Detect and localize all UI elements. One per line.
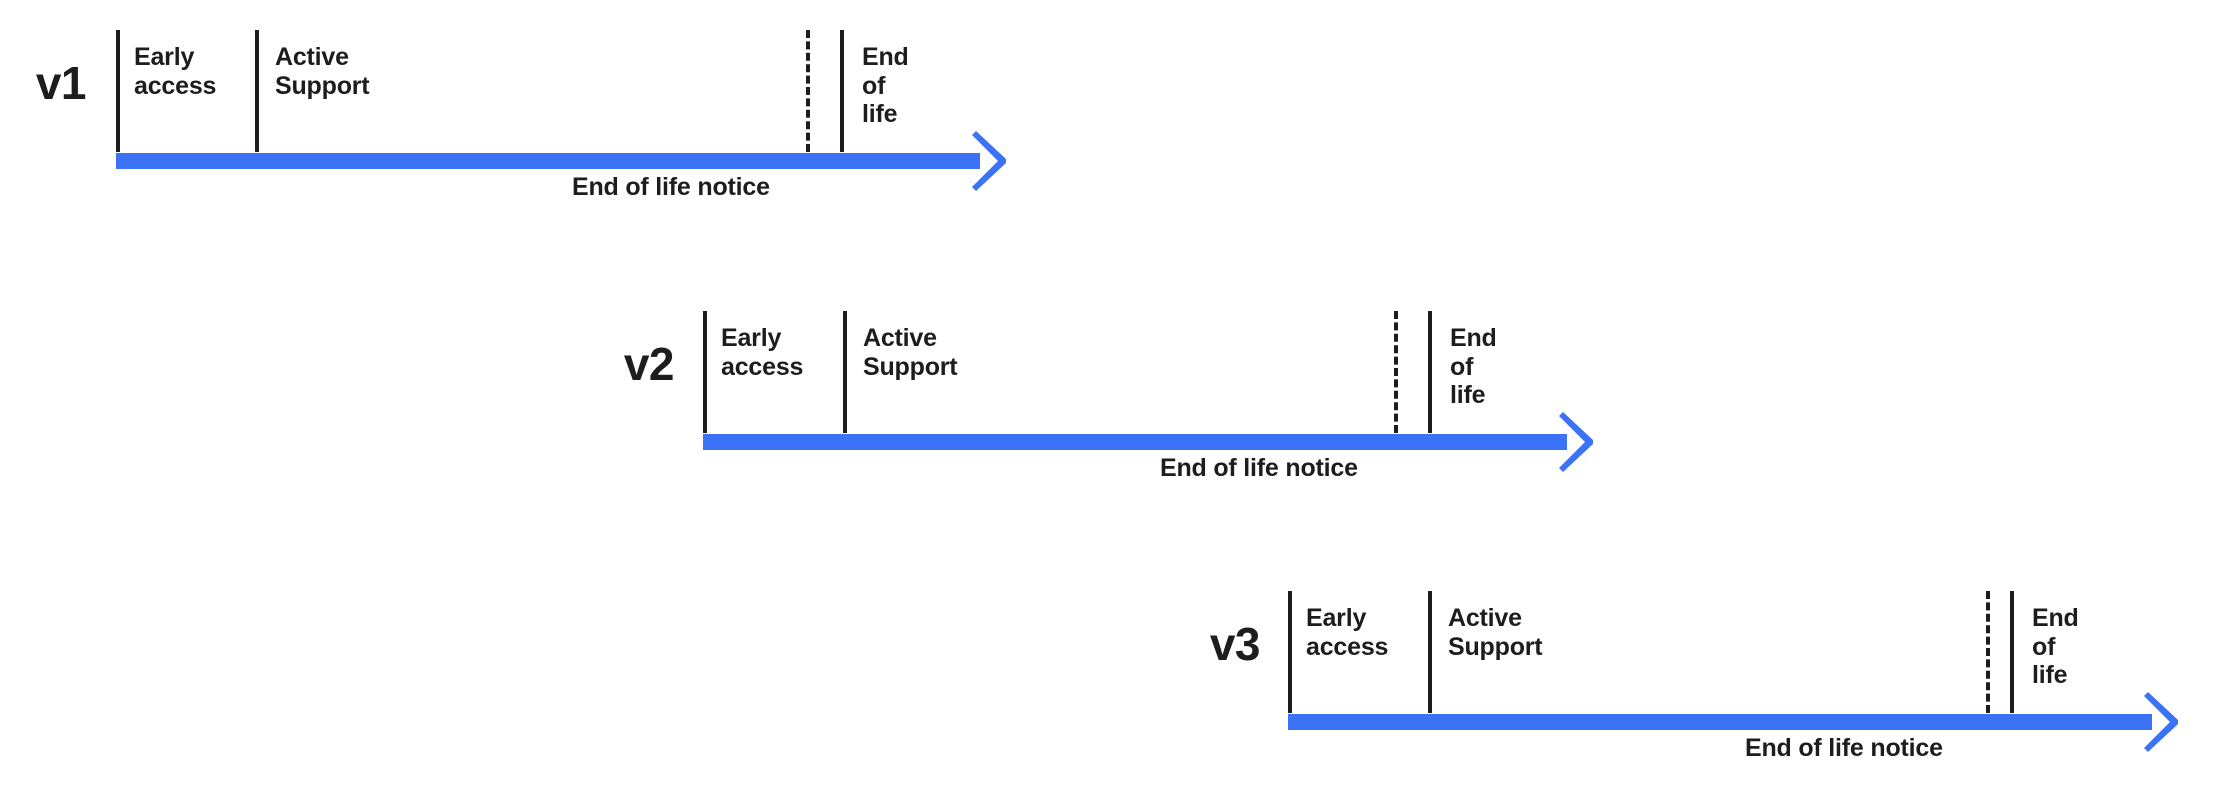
end-of-life-notice-marker-v1 xyxy=(806,30,810,152)
phase-divider-active-support-v2 xyxy=(843,311,847,433)
phase-divider-start-v1 xyxy=(116,30,120,152)
phase-label-active-support-v3: Active Support xyxy=(1448,604,1543,661)
timeline-bar-v2 xyxy=(703,434,1567,450)
phase-label-end-of-life-v2: End of life xyxy=(1450,324,1497,409)
phase-divider-end-of-life-v2 xyxy=(1428,311,1432,433)
end-of-life-notice-label-v3: End of life notice xyxy=(1745,734,1943,762)
end-of-life-notice-marker-v3 xyxy=(1986,591,1990,713)
phase-label-early-access-v1: Early access xyxy=(134,43,217,100)
end-of-life-notice-label-v2: End of life notice xyxy=(1160,454,1358,482)
phase-divider-start-v3 xyxy=(1288,591,1292,713)
end-of-life-notice-label-v1: End of life notice xyxy=(572,173,770,201)
timeline-bar-v3 xyxy=(1288,714,2152,730)
phase-label-end-of-life-v3: End of life xyxy=(2032,604,2079,689)
phase-label-early-access-v3: Early access xyxy=(1306,604,1389,661)
timeline-bar-v1 xyxy=(116,153,980,169)
version-label-v2: v2 xyxy=(623,338,675,390)
phase-divider-start-v2 xyxy=(703,311,707,433)
timeline-arrow-head-v1 xyxy=(972,131,1006,191)
phase-divider-end-of-life-v1 xyxy=(840,30,844,152)
version-label-v1: v1 xyxy=(35,57,87,109)
phase-divider-end-of-life-v3 xyxy=(2010,591,2014,713)
version-label-v3: v3 xyxy=(1209,618,1261,670)
end-of-life-notice-marker-v2 xyxy=(1394,311,1398,433)
phase-divider-active-support-v1 xyxy=(255,30,259,152)
timeline-arrow-head-v2 xyxy=(1559,412,1593,472)
phase-label-active-support-v2: Active Support xyxy=(863,324,958,381)
phase-label-end-of-life-v1: End of life xyxy=(862,43,909,128)
phase-label-active-support-v1: Active Support xyxy=(275,43,370,100)
phase-divider-active-support-v3 xyxy=(1428,591,1432,713)
timeline-arrow-head-v3 xyxy=(2144,692,2178,752)
phase-label-early-access-v2: Early access xyxy=(721,324,804,381)
